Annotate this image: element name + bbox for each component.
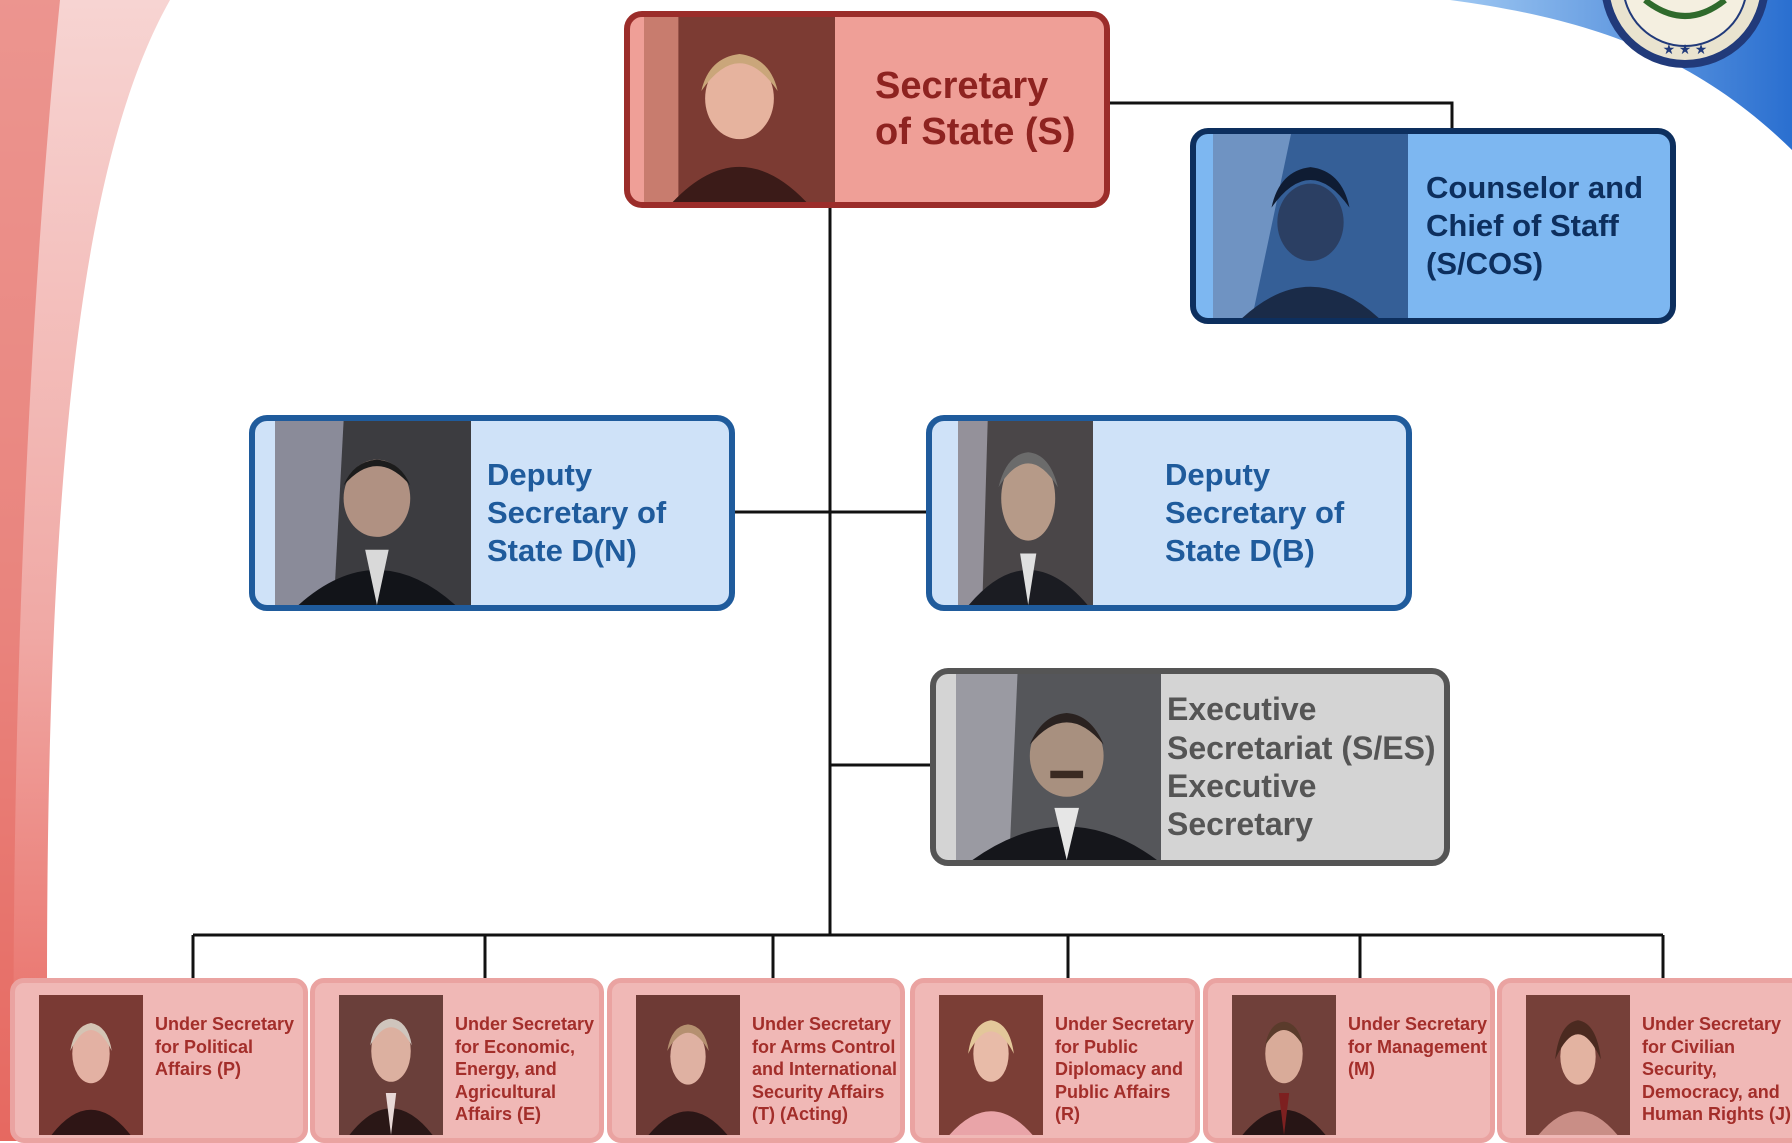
portrait-photo <box>339 995 443 1135</box>
portrait-photo <box>956 674 1161 860</box>
department-of-state-seal-icon: ★ ★ ★ <box>1602 0 1768 68</box>
portrait-photo <box>1526 995 1630 1135</box>
portrait-photo <box>1232 995 1336 1135</box>
svg-text:★ ★ ★: ★ ★ ★ <box>1663 43 1708 58</box>
portrait-photo <box>636 995 740 1135</box>
portrait-photo <box>644 17 835 202</box>
portrait-photo <box>939 995 1043 1135</box>
portrait-photo <box>275 421 471 605</box>
portrait-photo <box>39 995 143 1135</box>
portrait-photo <box>958 421 1093 605</box>
portrait-photo <box>1213 134 1408 318</box>
